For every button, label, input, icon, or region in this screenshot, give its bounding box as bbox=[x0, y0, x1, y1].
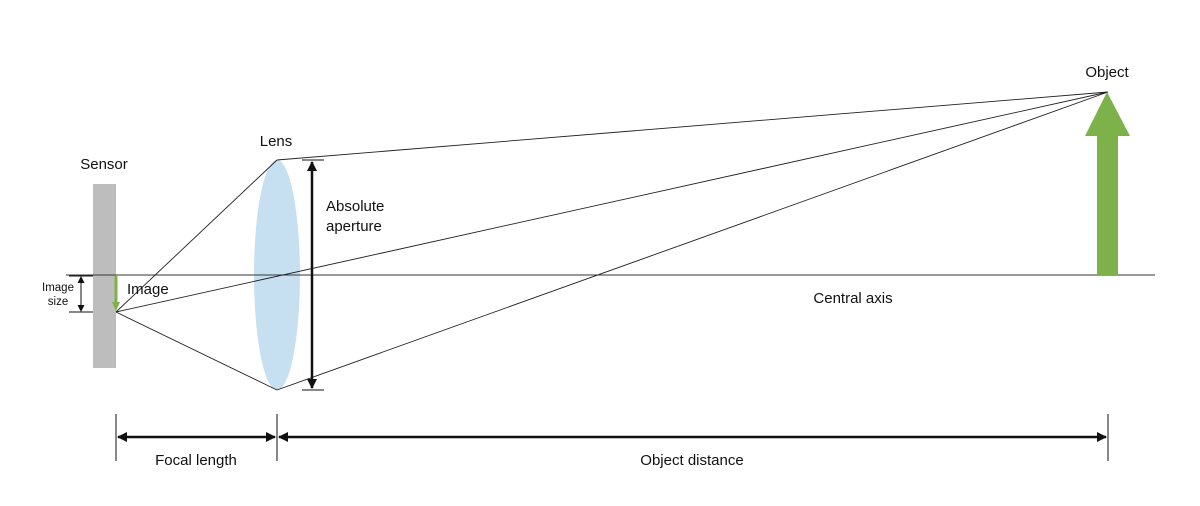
sensor-label: Sensor bbox=[80, 156, 128, 173]
image-size-dimension bbox=[69, 275, 93, 313]
image-arrow bbox=[112, 276, 120, 311]
aperture-label-line1: Absolute bbox=[326, 198, 384, 215]
image-size-label-line2: size bbox=[48, 296, 68, 308]
sensor bbox=[93, 184, 116, 368]
object-label: Object bbox=[1085, 64, 1129, 81]
focal-length-label: Focal length bbox=[155, 452, 237, 469]
image-label: Image bbox=[127, 281, 169, 298]
central-axis-label: Central axis bbox=[813, 290, 892, 307]
distance-dimensions bbox=[115, 414, 1109, 461]
aperture-dimension bbox=[302, 159, 324, 391]
aperture-label-line2: aperture bbox=[326, 218, 382, 235]
lens-label: Lens bbox=[260, 133, 293, 150]
object-arrow bbox=[1085, 92, 1130, 275]
object-distance-label: Object distance bbox=[640, 452, 743, 469]
image-size-label-line1: Image bbox=[42, 282, 74, 294]
light-rays bbox=[115, 91, 1109, 391]
